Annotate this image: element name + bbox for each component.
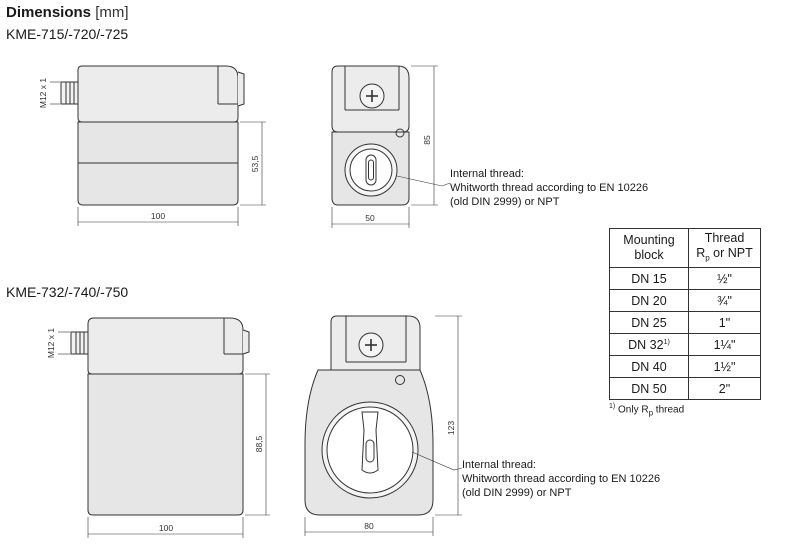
block-cell: DN 40 xyxy=(609,355,689,378)
model-1-side-view xyxy=(50,65,266,226)
page-title: Dimensions [mm] xyxy=(6,4,129,21)
model-2-side-view xyxy=(58,317,270,538)
block-cell: DN 15 xyxy=(609,267,689,290)
table-footnote: 1) Only Rp thread xyxy=(609,403,685,418)
block-cell: DN 25 xyxy=(609,311,689,334)
header-mounting-block: Mounting block xyxy=(609,228,689,268)
header-thread: Thread Rp or NPT xyxy=(688,228,761,268)
model-1-name: KME-715/-720/-725 xyxy=(6,26,129,42)
model-2-thread-note: Internal thread: Whitworth thread accord… xyxy=(462,459,660,499)
block-cell: DN 50 xyxy=(609,377,689,400)
thread-cell: 2" xyxy=(688,377,761,400)
note-line-1: Internal thread: xyxy=(450,168,524,180)
table-row: DN 321) 1¼" xyxy=(609,333,761,356)
model-1-connector-label: M12 x 1 xyxy=(38,78,48,109)
note-line-1: Internal thread: xyxy=(462,459,536,471)
title-text: Dimensions xyxy=(6,4,92,21)
model-1-height-label: 53,5 xyxy=(250,155,260,172)
thread-cell: ½" xyxy=(688,267,761,290)
table-row: DN 20 ¾" xyxy=(609,289,761,312)
block-cell: DN 321) xyxy=(609,333,689,356)
note-line-3: (old DIN 2999) or NPT xyxy=(450,196,560,208)
model-1-width-label: 100 xyxy=(151,211,165,221)
thread-cell: 1¼" xyxy=(688,333,761,356)
model-2-front-view xyxy=(304,315,463,536)
note-line-3: (old DIN 2999) or NPT xyxy=(462,487,572,499)
table-header-row: Mounting block Thread Rp or NPT xyxy=(609,228,761,268)
model-1-total-height-label: 85 xyxy=(422,135,432,145)
table-row: DN 15 ½" xyxy=(609,267,761,290)
model-2-name: KME-732/-740/-750 xyxy=(6,284,129,300)
thread-cell: 1½" xyxy=(688,355,761,378)
model-2-connector-label: M12 x 1 xyxy=(46,328,56,359)
thread-cell: 1" xyxy=(688,311,761,334)
table-row: DN 50 2" xyxy=(609,377,761,400)
model-2-total-height-label: 123 xyxy=(446,421,456,435)
block-cell: DN 20 xyxy=(609,289,689,312)
note-line-2: Whitworth thread according to EN 10226 xyxy=(462,473,660,485)
table-row: DN 25 1" xyxy=(609,311,761,334)
thread-cell: ¾" xyxy=(688,289,761,312)
table-row: DN 40 1½" xyxy=(609,355,761,378)
title-unit: [mm] xyxy=(95,4,129,21)
model-2-width-label: 100 xyxy=(159,523,173,533)
model-1-depth-label: 50 xyxy=(365,213,375,223)
model-1-thread-note: Internal thread: Whitworth thread accord… xyxy=(450,168,648,208)
model-1-front-view xyxy=(331,65,451,228)
note-line-2: Whitworth thread according to EN 10226 xyxy=(450,182,648,194)
model-2-height-label: 88,5 xyxy=(254,435,264,452)
model-2-depth-label: 80 xyxy=(364,521,374,531)
thread-table: Mounting block Thread Rp or NPT DN 15 ½"… xyxy=(609,228,761,400)
